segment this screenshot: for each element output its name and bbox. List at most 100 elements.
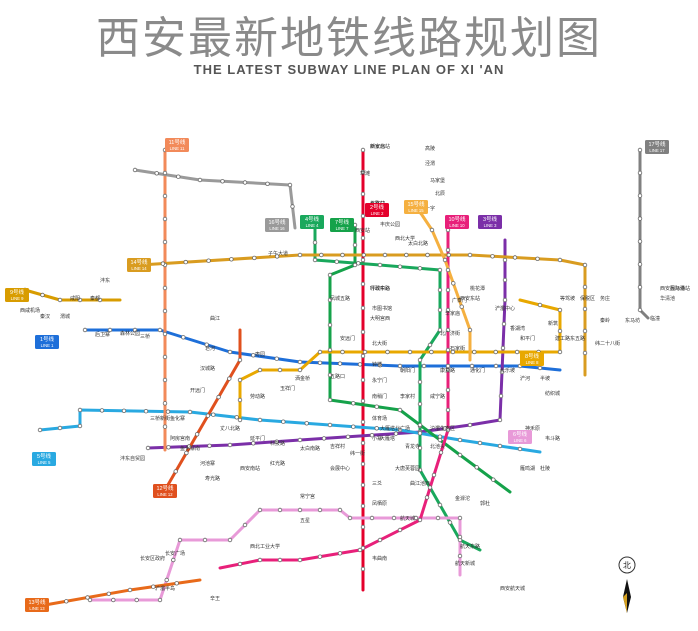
station-dot[interactable] <box>501 321 507 327</box>
station-dot[interactable] <box>535 256 540 261</box>
station-dot[interactable] <box>407 349 413 355</box>
station-dot[interactable] <box>111 597 116 603</box>
station-dot[interactable] <box>491 477 496 482</box>
station-dot[interactable] <box>87 597 93 603</box>
station-dot[interactable] <box>207 443 212 448</box>
station-dot[interactable] <box>242 180 248 185</box>
station-dot[interactable] <box>357 362 363 367</box>
station-dot[interactable] <box>347 515 353 521</box>
station-dot[interactable] <box>360 482 366 488</box>
station-dot[interactable] <box>637 284 643 290</box>
station-dot[interactable] <box>502 277 508 283</box>
station-dot[interactable] <box>77 297 83 303</box>
station-dot[interactable] <box>404 252 409 258</box>
station-dot[interactable] <box>187 409 193 415</box>
station-dot[interactable] <box>337 507 343 513</box>
station-dot[interactable] <box>154 171 159 176</box>
station-dot[interactable] <box>557 307 563 313</box>
station-dot[interactable] <box>99 408 105 413</box>
station-dot[interactable] <box>490 254 495 259</box>
station-dot[interactable] <box>194 432 200 437</box>
station-dot[interactable] <box>251 441 256 446</box>
station-dot[interactable] <box>227 349 233 355</box>
station-dot[interactable] <box>77 407 83 413</box>
station-dot[interactable] <box>457 534 463 540</box>
station-dot[interactable] <box>345 434 351 439</box>
station-dot[interactable] <box>143 409 149 414</box>
station-dot[interactable] <box>177 537 183 543</box>
station-dot[interactable] <box>469 363 475 369</box>
station-dot[interactable] <box>277 507 283 513</box>
station-dot[interactable] <box>360 257 366 263</box>
station-dot[interactable] <box>397 363 403 369</box>
station-dot[interactable] <box>334 259 339 264</box>
station-dot[interactable] <box>197 177 203 183</box>
station-dot[interactable] <box>493 363 499 369</box>
station-dot[interactable] <box>417 445 423 451</box>
station-dot[interactable] <box>327 422 333 428</box>
station-dot[interactable] <box>227 537 233 543</box>
station-dot[interactable] <box>227 376 232 381</box>
station-dot[interactable] <box>304 421 309 426</box>
station-dot[interactable] <box>497 417 503 423</box>
station-dot[interactable] <box>321 436 327 441</box>
station-dot[interactable] <box>360 191 366 197</box>
station-dot[interactable] <box>317 349 323 355</box>
station-dot[interactable] <box>162 354 168 360</box>
station-dot[interactable] <box>582 262 588 268</box>
station-dot[interactable] <box>457 452 463 458</box>
station-dot[interactable] <box>312 240 318 245</box>
station-dot[interactable] <box>467 327 473 333</box>
station-dot[interactable] <box>537 302 543 308</box>
station-dot[interactable] <box>229 257 234 262</box>
station-dot[interactable] <box>637 262 643 267</box>
station-dot[interactable] <box>445 267 451 273</box>
station-dot[interactable] <box>459 304 464 309</box>
station-dot[interactable] <box>166 445 171 450</box>
station-dot[interactable] <box>437 307 443 313</box>
station-dot[interactable] <box>472 349 477 355</box>
station-dot[interactable] <box>145 445 151 451</box>
station-dot[interactable] <box>157 597 163 603</box>
station-dot[interactable] <box>417 379 423 385</box>
station-dot[interactable] <box>252 255 257 261</box>
station-dot[interactable] <box>391 515 397 521</box>
station-dot[interactable] <box>360 235 366 241</box>
station-dot[interactable] <box>297 252 303 258</box>
station-dot[interactable] <box>127 587 133 593</box>
station-dot[interactable] <box>447 520 453 525</box>
station-dot[interactable] <box>297 367 303 373</box>
station-dot[interactable] <box>202 537 208 543</box>
station-dot[interactable] <box>435 515 441 521</box>
station-dot[interactable] <box>360 461 366 467</box>
station-dot[interactable] <box>277 557 283 563</box>
station-dot[interactable] <box>237 397 243 403</box>
station-dot[interactable] <box>637 239 643 244</box>
station-dot[interactable] <box>457 515 463 521</box>
station-dot[interactable] <box>205 413 211 418</box>
station-dot[interactable] <box>77 423 83 429</box>
station-dot[interactable] <box>162 216 168 222</box>
station-dot[interactable] <box>360 503 366 509</box>
station-dot[interactable] <box>637 307 643 313</box>
station-dot[interactable] <box>477 440 483 446</box>
station-dot[interactable] <box>340 252 345 258</box>
station-dot[interactable] <box>362 349 368 355</box>
station-dot[interactable] <box>500 345 506 351</box>
station-dot[interactable] <box>437 502 443 508</box>
station-dot[interactable] <box>445 347 451 353</box>
station-dot[interactable] <box>417 431 423 436</box>
station-dot[interactable] <box>445 287 451 293</box>
station-dot[interactable] <box>173 469 178 474</box>
station-dot[interactable] <box>374 426 379 431</box>
station-dot[interactable] <box>312 257 318 263</box>
station-dot[interactable] <box>397 264 403 269</box>
station-dot[interactable] <box>162 331 168 337</box>
station-dot[interactable] <box>162 170 168 176</box>
station-dot[interactable] <box>151 584 156 589</box>
station-dot[interactable] <box>337 551 343 556</box>
